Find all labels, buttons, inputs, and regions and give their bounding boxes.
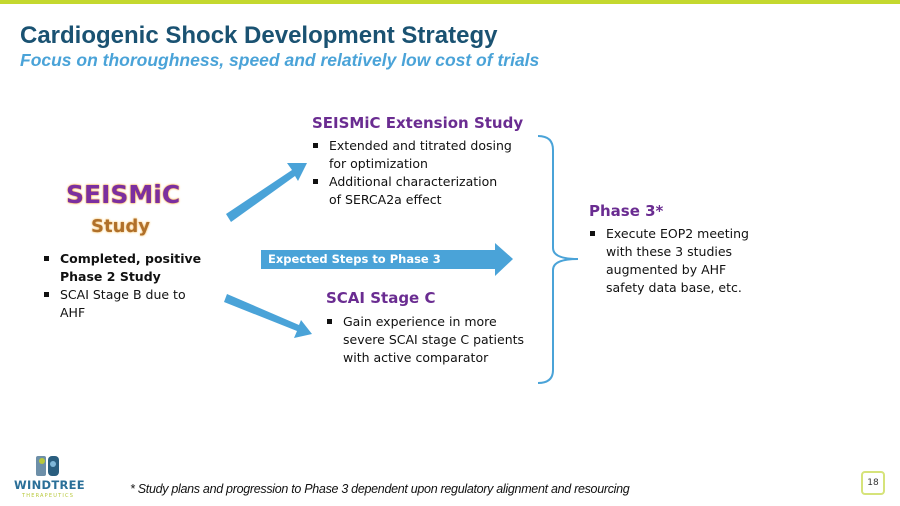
page-number: 18 [861,471,885,495]
slide-subtitle: Focus on thoroughness, speed and relativ… [20,50,540,70]
bracket [537,135,579,384]
extension-bullets: Extended and titrated dosing for optimiz… [313,137,513,209]
bullet: Additional characterization of SERCA2a e… [313,173,513,209]
arrow-up-right [226,163,307,222]
arrow-down-right [224,294,312,338]
seismic-logo-subtitle: Study [91,216,151,237]
seismic-bullets: Completed, positive Phase 2 Study SCAI S… [44,250,214,322]
scai-bullets: Gain experience in more severe SCAI stag… [327,313,542,367]
scai-title: SCAI Stage C [326,289,436,307]
phase3-readiness-banner: Expected Steps to Phase 3 Readiness [261,250,495,285]
bullet: Extended and titrated dosing for optimiz… [313,137,513,173]
seismic-logo-title: SEISMiC [66,180,181,209]
phase3-bullets: Execute EOP2 meeting with these 3 studie… [590,225,750,297]
footnote: * Study plans and progression to Phase 3… [130,482,630,496]
bullet: SCAI Stage B due to AHF [44,286,214,322]
windtree-logo-icon [36,456,59,476]
phase3-title: Phase 3* [589,202,664,220]
slide-title: Cardiogenic Shock Development Strategy [20,22,498,49]
windtree-logo-text: WINDTREE [14,478,85,492]
bullet: Execute EOP2 meeting with these 3 studie… [590,225,750,297]
bullet: Gain experience in more severe SCAI stag… [327,313,542,367]
top-accent-bar [0,0,900,4]
bullet: Completed, positive Phase 2 Study [44,250,214,286]
arrow-right-tip [495,243,513,276]
extension-title: SEISMiC Extension Study [312,114,524,132]
windtree-logo-subtext: THERAPEUTICS [22,493,75,499]
